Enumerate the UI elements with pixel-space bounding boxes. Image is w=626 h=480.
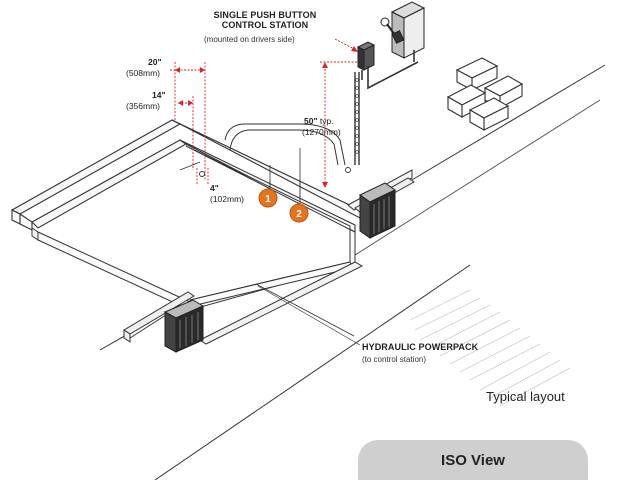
dim-4-label: 4"	[210, 183, 219, 193]
dim-20-in: 20"	[148, 57, 162, 67]
dim-20-mm: (508mm)	[126, 68, 161, 78]
rear-frame	[224, 123, 346, 166]
control-station-title: SINGLE PUSH BUTTON CONTROL STATION	[198, 10, 332, 30]
dimension-arrows	[175, 46, 358, 188]
conduit-chain	[355, 78, 359, 154]
dimension-lines	[170, 38, 358, 188]
disconnect-switch-icon	[380, 1, 426, 62]
hydraulic-powerpack-right	[359, 182, 396, 239]
dim-4-mm: (102mm)	[210, 194, 245, 204]
pit-walls	[31, 145, 356, 311]
control-station-title-line2: CONTROL STATION	[221, 20, 309, 30]
dim-4-in: 4"	[210, 183, 219, 193]
dim-14-label: 14"	[152, 90, 166, 100]
dim-50-in: 50"	[304, 116, 318, 126]
typical-layout-caption: Typical layout	[486, 389, 565, 404]
dim-14-mm: (356mm)	[126, 101, 161, 111]
road-hatching	[409, 289, 571, 407]
hydraulic-powerpack-left	[163, 299, 205, 353]
ground-lines	[99, 64, 606, 480]
svg-text:2: 2	[296, 209, 302, 220]
iso-view-badge: ISO View	[358, 440, 588, 480]
dim-50-mm: (1270mm)	[302, 127, 341, 137]
dim-20-label: 20"	[148, 57, 162, 67]
control-station-note: (mounted on drivers side)	[204, 35, 295, 44]
dim-14-in: 14"	[152, 90, 166, 100]
control-station-box	[356, 41, 419, 90]
control-station-title-line1: SINGLE PUSH BUTTON	[213, 10, 317, 20]
svg-text:1: 1	[265, 194, 271, 205]
dim-50-typ: typ.	[317, 116, 334, 126]
marker-2: 2	[289, 203, 309, 223]
hydraulic-powerpack-note: (to control station)	[362, 355, 427, 364]
brick-wall-icon	[446, 57, 524, 131]
dim-50-label: 50" typ.	[304, 116, 334, 126]
iso-view-label: ISO View	[441, 451, 505, 469]
conduit-drop	[354, 72, 360, 165]
anchor-detail	[179, 161, 351, 177]
marker-1: 1	[258, 188, 278, 208]
hydraulic-powerpack-title: HYDRAULIC POWERPACK	[362, 342, 479, 352]
